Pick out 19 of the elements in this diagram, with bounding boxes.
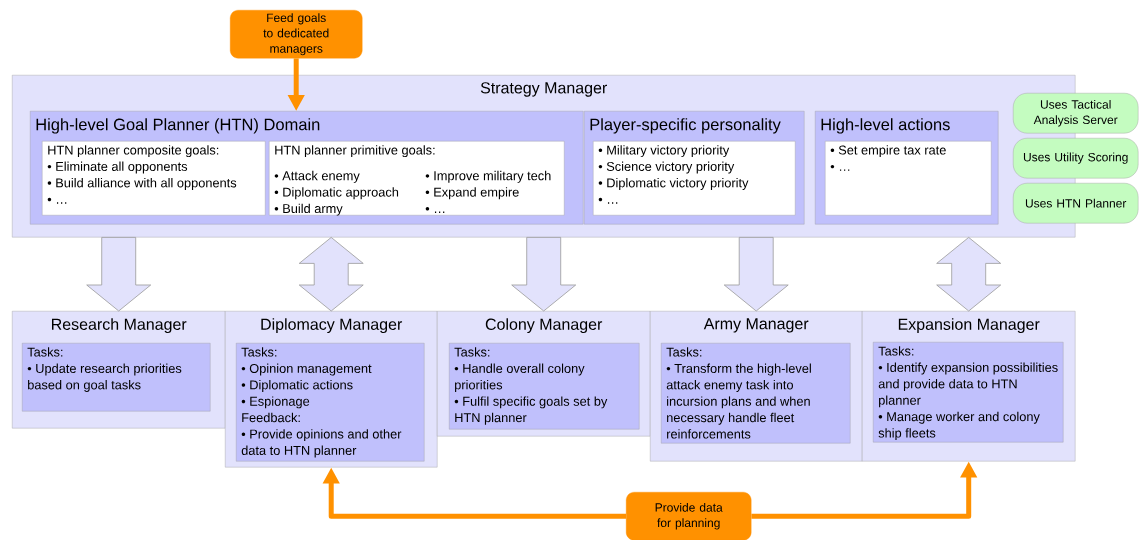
goal-list-box: HTN planner primitive goals: • Attack enemy • Diplomatic approach • Build army • Improve military tech • Expand empire • … <box>269 141 565 216</box>
block-arrow <box>936 237 1002 312</box>
goal-list-box: HTN planner composite goals: • Eliminate all opponents • Build alliance with all opponents • … <box>42 141 266 216</box>
capability-pill: Uses HTN Planner <box>1013 183 1139 224</box>
priority-list-box: • Military victory priority • Science victory priority • Diplomatic victory priority • … <box>593 141 796 216</box>
action-list-box: • Set empire tax rate • … <box>825 141 992 216</box>
capability-pill: Uses Tactical Analysis Server <box>1013 93 1139 134</box>
block-arrow <box>86 237 152 312</box>
task-box: Tasks: • Handle overall colony priorities • Fulfil specific goals set by HTN planner <box>449 343 640 430</box>
block-arrow <box>298 237 364 312</box>
task-box: Tasks: • Identify expansion possibilities and provide data to HTN planner • Manage worker and colony ship fleets <box>873 342 1064 443</box>
capability-pill: Uses Utility Scoring <box>1013 138 1139 179</box>
task-box: Tasks: • Opinion management • Diplomatic actions • Espionage Feedback: • Provide opinions and other data to HTN planner <box>236 343 425 462</box>
block-arrow <box>511 237 577 312</box>
task-box: Tasks: • Update research priorities based on goal tasks <box>22 343 211 412</box>
task-box: Tasks: • Transform the high-level attack enemy task into incursion plans and when necessary handle fleet reinforcements <box>661 343 851 444</box>
callout-box: Feed goals to dedicated managers <box>230 10 363 59</box>
block-arrow <box>723 237 789 312</box>
callout-box: Provide data for planning <box>626 492 752 540</box>
